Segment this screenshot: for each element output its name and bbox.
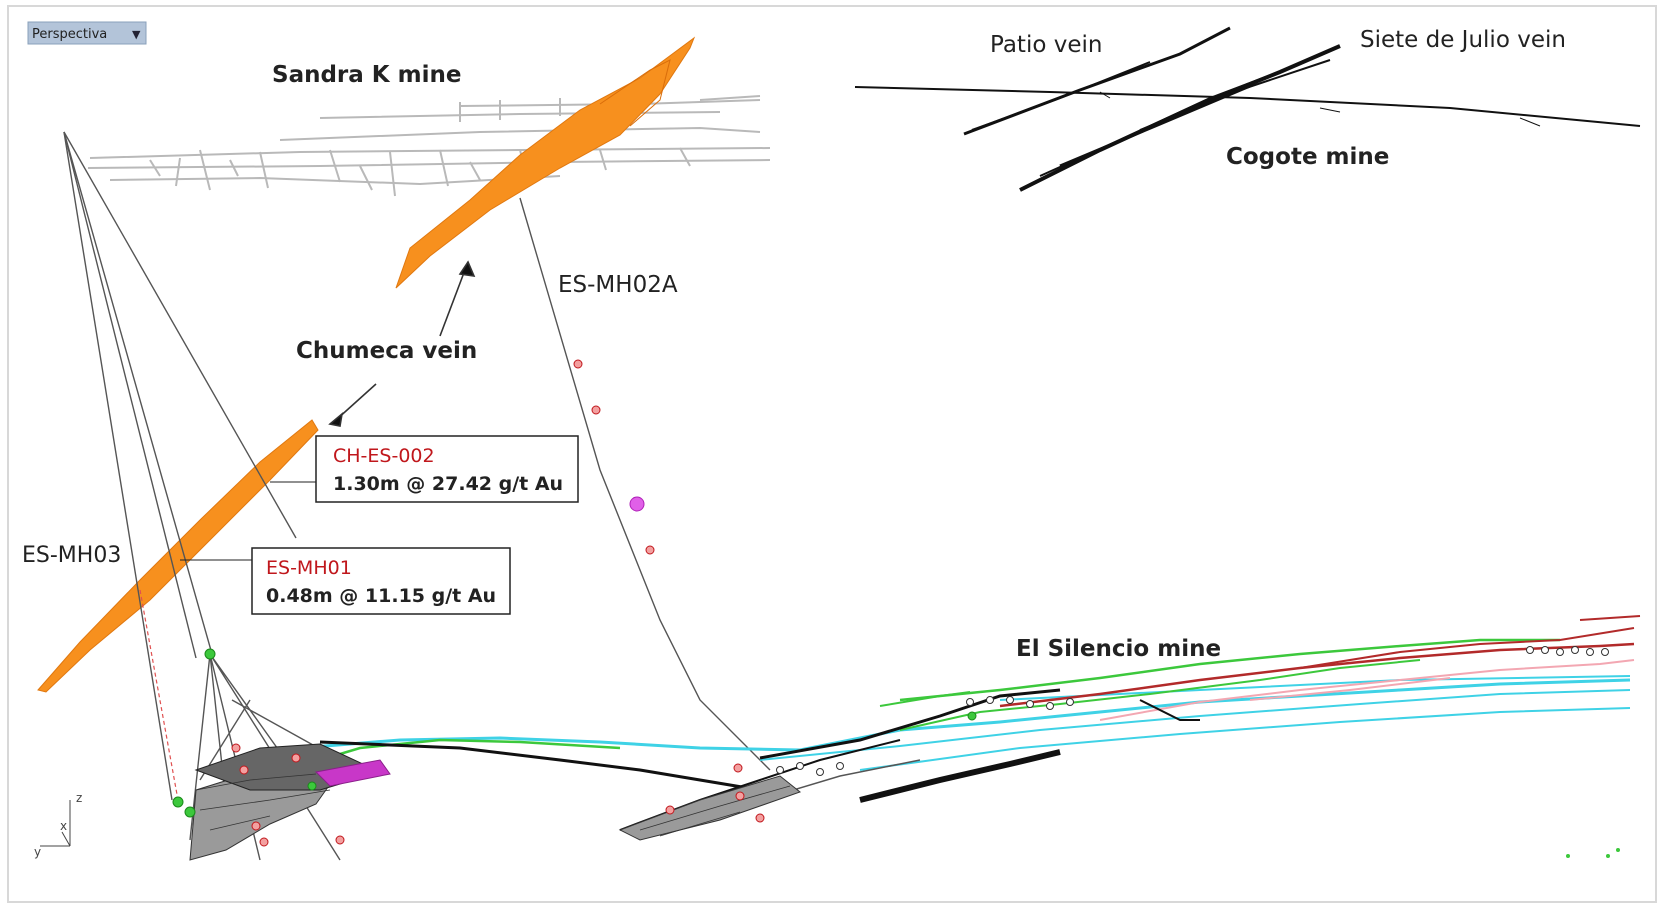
perspective-label: Perspectiva: [32, 27, 107, 42]
el-silencio-workings: [299, 615, 1641, 831]
chevron-down-icon: ▼: [132, 28, 141, 41]
es-mh02a-label: ES-MH02A: [558, 272, 678, 298]
es-mh03-label: ES-MH03: [22, 543, 121, 568]
silencio-survey-dots: [776, 646, 1609, 776]
cogote-mine-label: Cogote mine: [1226, 144, 1389, 170]
el-silencio-mine-label: El Silencio mine: [1016, 636, 1221, 662]
es-mh03-trace: [139, 589, 179, 801]
axis-x-label: x: [60, 819, 67, 833]
axis-triad: z x y: [34, 791, 82, 859]
callout-2-result: 0.48m @ 11.15 g/t Au: [266, 585, 496, 607]
intercept-callout-1: CH-ES-002 1.30m @ 27.42 g/t Au: [270, 435, 579, 503]
axis-z-label: z: [76, 791, 82, 805]
drillhole-traces: [63, 131, 771, 861]
chumeca-vein-lower-plane: [37, 419, 319, 693]
chumeca-leader-arrows: [328, 260, 476, 427]
cogote-workings: [854, 26, 1641, 192]
east-stope-wireframe: [618, 775, 802, 841]
sandra-k-mine-label: Sandra K mine: [272, 62, 461, 88]
chumeca-vein-upper-plane: [395, 36, 696, 289]
west-stope-wireframe: [189, 743, 391, 861]
chumeca-vein-label: Chumeca vein: [296, 338, 477, 364]
callout-1-result: 1.30m @ 27.42 g/t Au: [333, 473, 563, 495]
callout-1-hole: CH-ES-002: [333, 445, 435, 467]
intercept-callout-2: ES-MH01 0.48m @ 11.15 g/t Au: [180, 547, 511, 615]
patio-vein-label: Patio vein: [990, 32, 1102, 58]
assay-markers: [172, 359, 1620, 858]
axis-y-label: y: [34, 845, 41, 859]
perspective-dropdown[interactable]: Perspectiva ▼: [27, 21, 147, 45]
callout-2-hole: ES-MH01: [266, 557, 352, 579]
siete-de-julio-vein-label: Siete de Julio vein: [1360, 27, 1566, 53]
